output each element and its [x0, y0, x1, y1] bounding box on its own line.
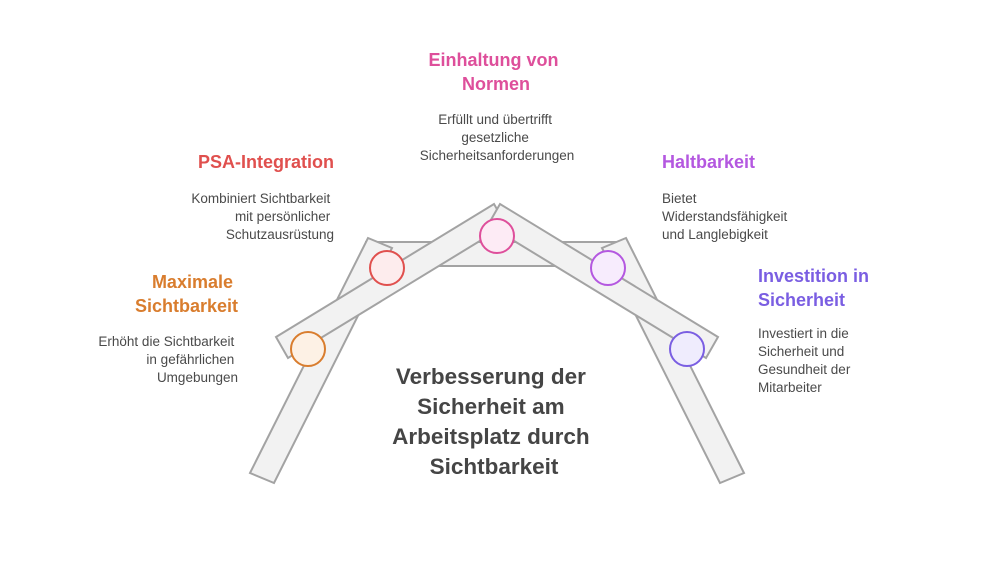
item-haltbarkeit: Haltbarkeit Bietet Widerstandsfähigkeit … — [662, 152, 791, 242]
node-psa-integration — [369, 250, 405, 286]
node-investition-in-sicherheit — [669, 331, 705, 367]
item-description: Kombiniert Sichtbarkeit mit persönlicher… — [191, 191, 334, 242]
item-description: Investiert in die Sicherheit und Gesundh… — [758, 326, 854, 395]
item-title: PSA-Integration — [198, 152, 334, 172]
item-title: Investition in Sicherheit — [758, 266, 874, 310]
node-einhaltung-von-normen — [479, 218, 515, 254]
item-einhaltung-von-normen: Einhaltung von Normen Erfüllt und übertr… — [420, 50, 575, 163]
item-maximale-sichtbarkeit: Maximale Sichtbarkeit Erhöht die Sichtba… — [98, 272, 238, 385]
node-maximale-sichtbarkeit — [290, 331, 326, 367]
center-title: Verbesserung der Sicherheit am Arbeitspl… — [392, 364, 596, 479]
item-title: Maximale Sichtbarkeit — [135, 272, 238, 316]
item-psa-integration: PSA-Integration Kombiniert Sichtbarkeit … — [191, 152, 334, 242]
item-description: Erhöht die Sichtbarkeit in gefährlichen … — [98, 334, 238, 385]
item-investition-in-sicherheit: Investition in Sicherheit Investiert in … — [758, 266, 874, 395]
item-description: Bietet Widerstandsfähigkeit und Langlebi… — [662, 191, 791, 242]
nodes — [290, 218, 705, 367]
item-description: Erfüllt und übertrifft gesetzliche Siche… — [420, 112, 575, 163]
item-title: Haltbarkeit — [662, 152, 755, 172]
node-haltbarkeit — [590, 250, 626, 286]
item-title: Einhaltung von Normen — [428, 50, 563, 94]
